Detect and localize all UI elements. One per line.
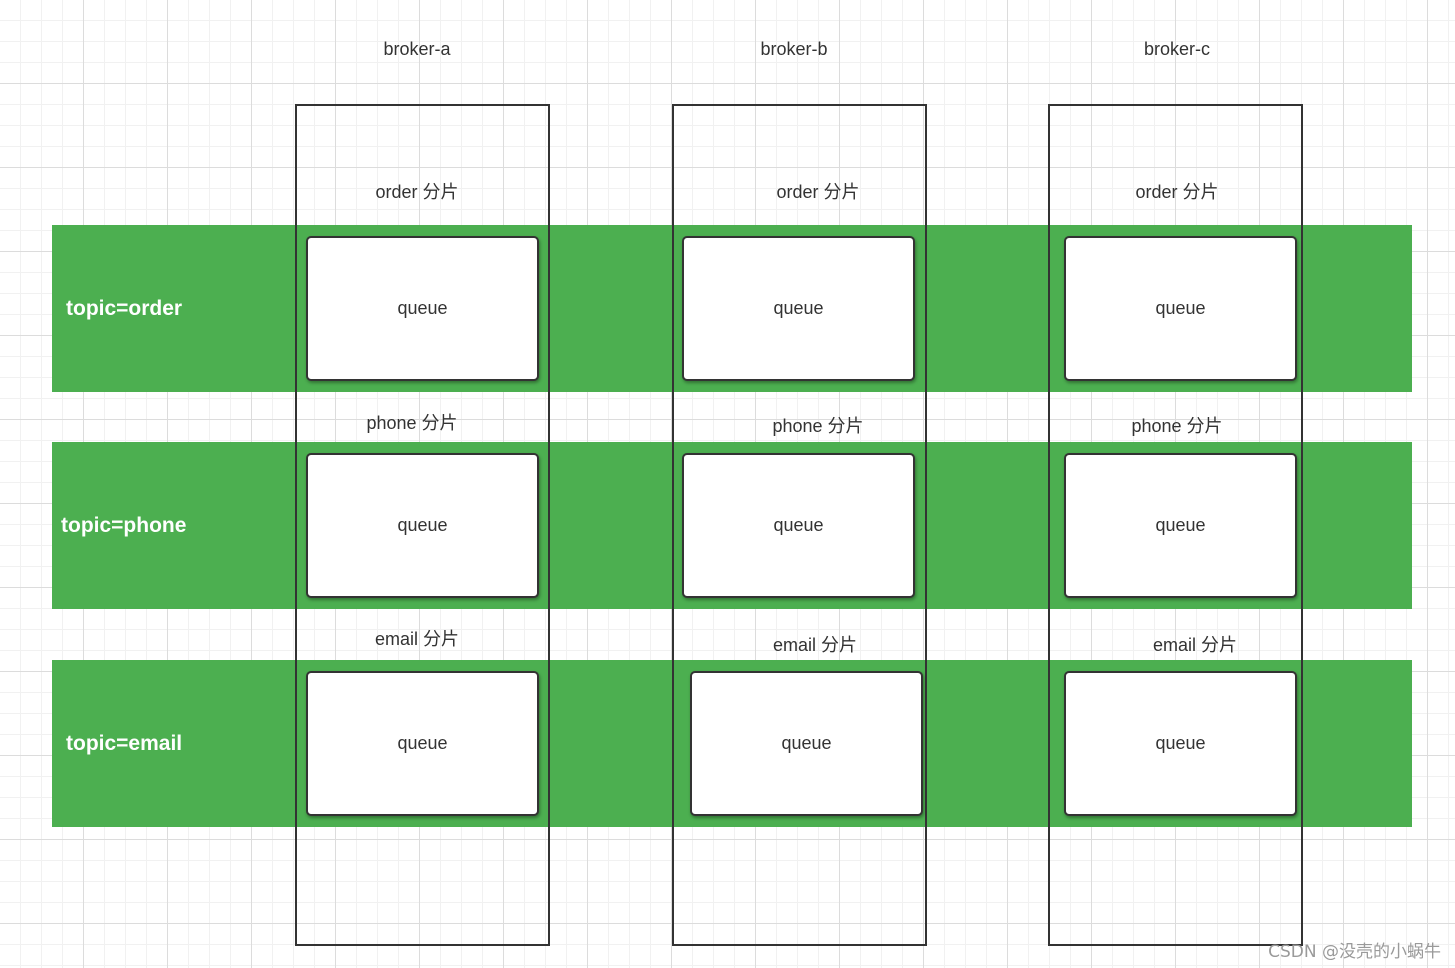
shard-label-email-b: email 分片 xyxy=(772,635,858,655)
broker-name-b: broker-b xyxy=(760,39,828,59)
queue-order-broker-c: queue xyxy=(1064,236,1297,381)
shard-label-phone-b: phone 分片 xyxy=(772,416,864,436)
queue-order-broker-b: queue xyxy=(682,236,915,381)
queue-email-broker-c: queue xyxy=(1064,671,1297,816)
topic-label-phone: topic=phone xyxy=(61,514,187,537)
shard-label-phone-a: phone 分片 xyxy=(366,413,458,433)
shard-label-email-c: email 分片 xyxy=(1152,635,1238,655)
broker-column-b xyxy=(672,104,927,946)
watermark: CSDN @没壳的小蜗牛 xyxy=(1268,942,1441,962)
shard-label-email-a: email 分片 xyxy=(374,629,460,649)
topic-label-order: topic=order xyxy=(66,297,183,320)
shard-label-order-a: order 分片 xyxy=(375,182,459,202)
broker-name-a: broker-a xyxy=(383,39,451,59)
queue-order-broker-a: queue xyxy=(306,236,539,381)
queue-phone-broker-b: queue xyxy=(682,453,915,598)
shard-label-phone-c: phone 分片 xyxy=(1131,416,1223,436)
queue-email-broker-a: queue xyxy=(306,671,539,816)
topic-label-email: topic=email xyxy=(66,732,183,755)
shard-label-order-b: order 分片 xyxy=(776,182,860,202)
shard-label-order-c: order 分片 xyxy=(1135,182,1219,202)
broker-column-a xyxy=(295,104,550,946)
queue-phone-broker-c: queue xyxy=(1064,453,1297,598)
queue-phone-broker-a: queue xyxy=(306,453,539,598)
queue-email-broker-b: queue xyxy=(690,671,923,816)
broker-name-c: broker-c xyxy=(1143,39,1211,59)
broker-column-c xyxy=(1048,104,1303,946)
